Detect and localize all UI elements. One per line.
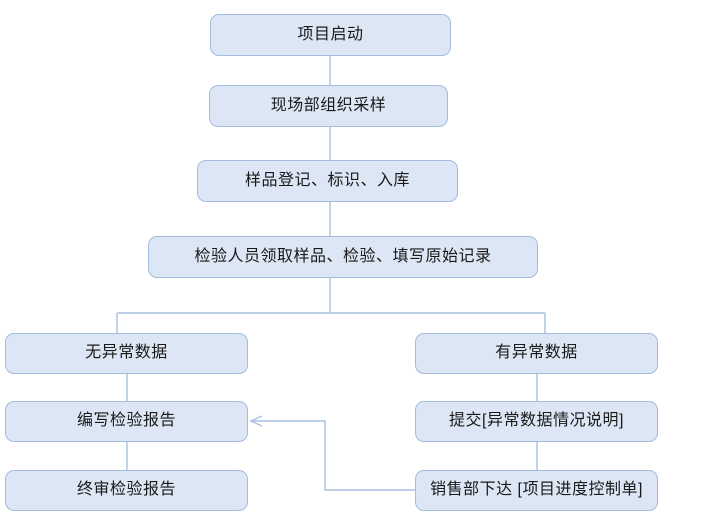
node-has-abnormal-data[interactable]: 有异常数据 [415, 333, 658, 374]
node-write-inspection-report[interactable]: 编写检验报告 [5, 401, 248, 442]
node-final-inspection-report[interactable]: 终审检验报告 [5, 470, 248, 511]
node-inspection-record[interactable]: 检验人员领取样品、检验、填写原始记录 [148, 236, 538, 278]
node-field-sampling[interactable]: 现场部组织采样 [209, 85, 448, 127]
node-project-start[interactable]: 项目启动 [210, 14, 451, 56]
node-label: 项目启动 [297, 25, 364, 43]
node-label: 提交[异常数据情况说明] [449, 412, 624, 429]
node-submit-abnormal-explanation[interactable]: 提交[异常数据情况说明] [415, 401, 658, 442]
node-label: 终审检验报告 [76, 481, 176, 498]
node-label: 样品登记、标识、入库 [244, 171, 410, 189]
node-label: 有异常数据 [495, 344, 578, 361]
node-label: 检验人员领取样品、检验、填写原始记录 [194, 247, 492, 265]
node-sample-registration[interactable]: 样品登记、标识、入库 [197, 160, 458, 202]
node-label: 编写检验报告 [76, 412, 176, 429]
feedback-arrowhead-icon [249, 415, 263, 427]
edge-sales-order-feedback [252, 420, 415, 491]
node-label: 销售部下达 [项目进度控制单] [430, 481, 643, 498]
node-no-abnormal-data[interactable]: 无异常数据 [5, 333, 248, 374]
node-sales-progress-control-order[interactable]: 销售部下达 [项目进度控制单] [415, 470, 658, 511]
node-label: 现场部组织采样 [270, 96, 387, 114]
node-label: 无异常数据 [85, 344, 168, 361]
